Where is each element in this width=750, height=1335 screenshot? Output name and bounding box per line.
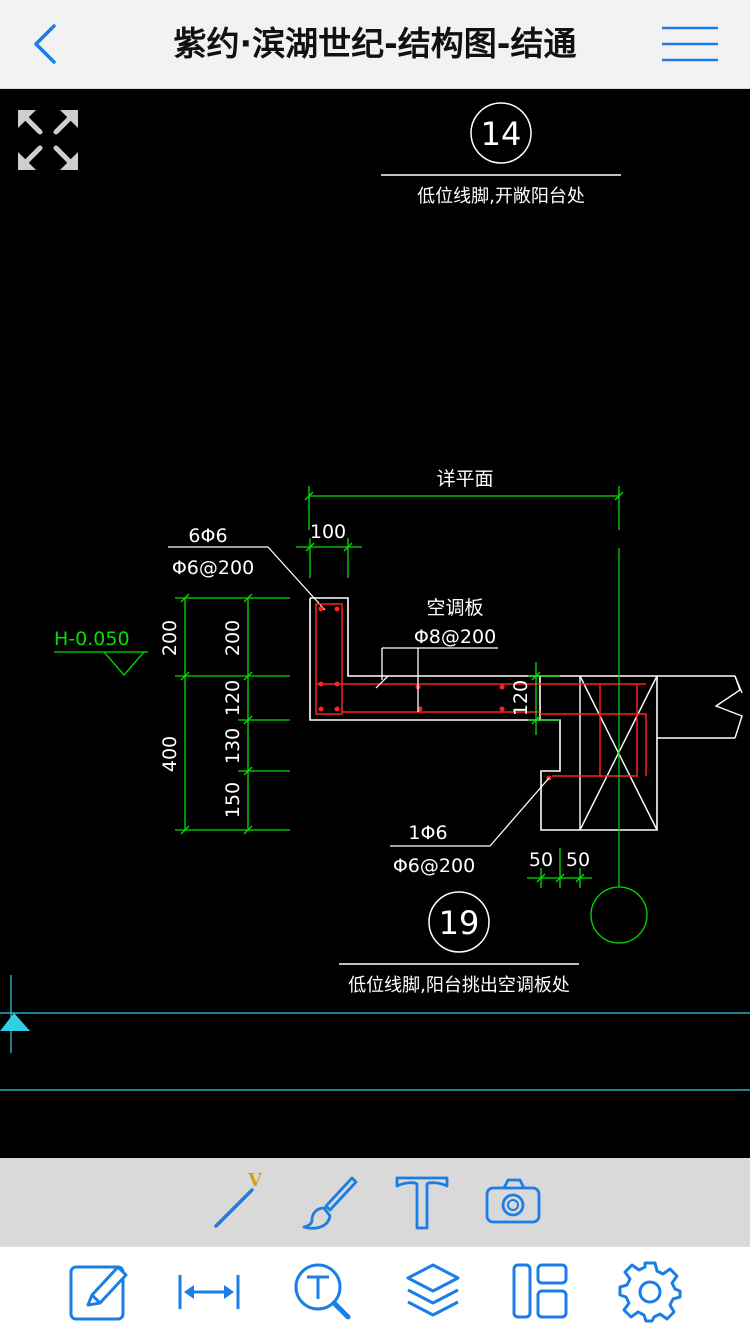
navigation-bar: 紫约·滨湖世纪-结构图-结通 bbox=[0, 0, 750, 89]
rebar-phi6-200-bottom: Φ6@200 bbox=[393, 855, 475, 877]
layout-icon bbox=[512, 1263, 568, 1319]
measure-button[interactable] bbox=[176, 1269, 242, 1315]
detail-caption-top: 低位线脚,开敞阳台处 bbox=[417, 186, 585, 207]
detail-marker-top bbox=[470, 102, 532, 164]
dimension-100 bbox=[296, 538, 362, 578]
layers-button[interactable] bbox=[404, 1261, 462, 1321]
wall-section bbox=[579, 675, 743, 831]
text-search-button[interactable] bbox=[290, 1259, 354, 1323]
dim-400: 400 bbox=[159, 736, 181, 772]
main-toolbar bbox=[0, 1246, 750, 1335]
elevation-mark: H-0.050 bbox=[54, 628, 130, 650]
hamburger-menu-icon bbox=[662, 26, 718, 62]
dimension-50-50 bbox=[527, 848, 592, 888]
line-tool-badge: V bbox=[248, 1170, 262, 1191]
text-tool-button[interactable] bbox=[393, 1172, 453, 1232]
back-button[interactable] bbox=[22, 22, 70, 66]
dim-50-a: 50 bbox=[529, 849, 553, 871]
grid-axis-bubble bbox=[590, 886, 648, 944]
elevation-symbol bbox=[54, 651, 148, 676]
dim-130: 130 bbox=[222, 728, 244, 764]
line-tool-icon bbox=[214, 1188, 254, 1228]
detail-caption-bottom: 低位线脚,阳台挑出空调板处 bbox=[348, 975, 570, 996]
dim-120-a: 120 bbox=[222, 680, 244, 716]
leader-ac-board bbox=[375, 647, 498, 712]
menu-button[interactable] bbox=[660, 22, 720, 66]
dim-200-a: 200 bbox=[159, 620, 181, 656]
fullscreen-icon[interactable] bbox=[18, 110, 78, 170]
brush-icon bbox=[302, 1176, 358, 1230]
rebar-phi8-200: Φ8@200 bbox=[414, 626, 496, 648]
brush-tool-button[interactable] bbox=[300, 1172, 360, 1232]
cad-drawing[interactable]: 14 低位线脚,开敞阳台处 详平面 100 6Φ6 Φ6@200 H-0.050 bbox=[0, 89, 750, 1158]
drawing-canvas[interactable]: 14 低位线脚,开敞阳台处 详平面 100 6Φ6 Φ6@200 H-0.050 bbox=[0, 89, 750, 1158]
line-tool-button[interactable]: V bbox=[210, 1170, 270, 1232]
rebar-6phi6: 6Φ6 bbox=[188, 525, 227, 547]
dim-150: 150 bbox=[222, 782, 244, 818]
camera-button[interactable] bbox=[484, 1172, 544, 1232]
dim-200-b: 200 bbox=[222, 620, 244, 656]
concrete-outline-lower bbox=[309, 598, 540, 721]
rebar-phi6-200-top: Φ6@200 bbox=[172, 557, 254, 579]
rebar-lines bbox=[315, 603, 647, 777]
page-title: 紫约·滨湖世纪-结构图-结通 bbox=[173, 24, 577, 63]
rebar-1phi6: 1Φ6 bbox=[408, 822, 447, 844]
ac-board-label: 空调板 bbox=[426, 597, 483, 619]
measure-icon bbox=[178, 1275, 240, 1309]
settings-button[interactable] bbox=[618, 1259, 682, 1323]
layers-icon bbox=[406, 1263, 460, 1317]
rebar-dots bbox=[318, 606, 552, 781]
plan-label: 详平面 bbox=[436, 468, 493, 490]
edit-icon bbox=[69, 1265, 128, 1321]
edit-button[interactable] bbox=[68, 1261, 130, 1323]
chevron-left-icon bbox=[34, 24, 56, 64]
concrete-outline bbox=[310, 597, 658, 831]
leader-1phi6 bbox=[489, 777, 550, 847]
cursor-marker[interactable] bbox=[0, 1013, 30, 1031]
dim-120-b: 120 bbox=[510, 680, 532, 716]
drawing-toolbar: V bbox=[0, 1158, 750, 1246]
detail-marker-bottom bbox=[428, 891, 490, 953]
dimension-120-right bbox=[528, 662, 560, 735]
dim-50-b: 50 bbox=[566, 849, 590, 871]
camera-icon bbox=[485, 1178, 541, 1224]
dimension-vertical-left bbox=[175, 593, 290, 835]
settings-icon bbox=[618, 1261, 682, 1323]
dim-100: 100 bbox=[310, 521, 346, 543]
text-tool-icon bbox=[395, 1176, 449, 1230]
layout-button[interactable] bbox=[510, 1261, 570, 1321]
leader-6phi6 bbox=[267, 546, 326, 611]
text-search-icon bbox=[294, 1263, 351, 1320]
dimension-plan bbox=[304, 486, 624, 530]
detail-number-bottom: 19 bbox=[439, 904, 480, 942]
detail-number-top: 14 bbox=[481, 115, 522, 153]
